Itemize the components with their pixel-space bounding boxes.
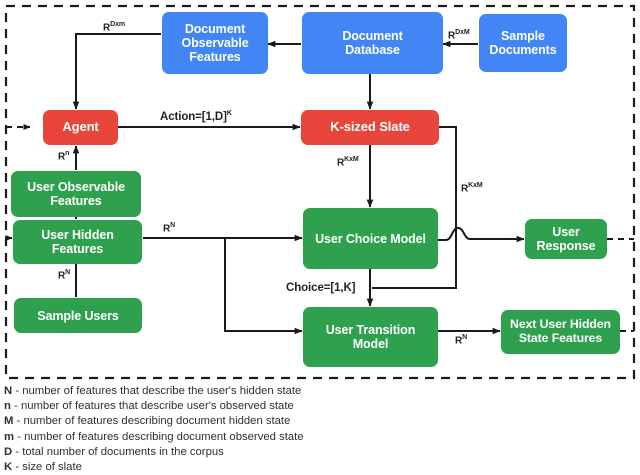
- legend-symbol: n: [4, 400, 11, 413]
- node-label: Sample Documents: [489, 29, 557, 57]
- edge-label-base: R: [58, 151, 66, 163]
- legend-row: m - number of features describing docume…: [4, 430, 464, 445]
- legend-text: - total number of documents in the corpu…: [15, 445, 224, 458]
- edge-label-slate-to-transitionmodel: RKxM: [461, 182, 483, 194]
- legend-symbol: M: [4, 415, 14, 428]
- edge-label-base: Choice=[1,K]: [286, 281, 356, 294]
- node-label: User Choice Model: [315, 231, 426, 246]
- node-user-response[interactable]: User Response: [525, 219, 607, 259]
- edge-label-base: R: [337, 157, 345, 169]
- node-user-observable-features[interactable]: User Observable Features: [11, 171, 141, 217]
- legend-symbol: N: [4, 385, 13, 397]
- edge-label-sup: N: [462, 334, 468, 341]
- edge-label-base: R: [461, 183, 469, 195]
- edge-label-sup: N: [170, 222, 176, 229]
- environment-boundary: [4, 4, 636, 380]
- edge-slate-to-transitionmodel: [372, 126, 457, 289]
- edge-label-sup: KxM: [344, 156, 359, 163]
- edge-label-sup: DxM: [455, 29, 470, 36]
- legend-symbol: m: [4, 430, 15, 443]
- legend-row: N - number of features that describe the…: [4, 384, 464, 399]
- node-document-observable-features[interactable]: Document Observable Features: [162, 12, 268, 74]
- node-label: Agent: [62, 119, 99, 135]
- node-user-transition-model[interactable]: User Transition Model: [303, 307, 438, 367]
- legend-symbol: D: [4, 445, 13, 458]
- node-document-database[interactable]: Document Database: [302, 12, 443, 74]
- edge-label-sampledocs-to-docdb: RDxM: [448, 29, 470, 41]
- edge-label-base: R: [455, 335, 463, 347]
- edge-label-userobs-to-agent: Rn: [58, 150, 69, 162]
- edge-label-doc-obs-to-agent: RDxm: [103, 21, 125, 33]
- node-agent[interactable]: Agent: [43, 110, 118, 145]
- edge-label-base: R: [103, 22, 111, 34]
- legend-symbol: K: [4, 461, 13, 474]
- edge-label-base: R: [58, 270, 66, 282]
- legend-text: - number of features that describe the u…: [15, 385, 302, 397]
- edge-label-base: R: [163, 223, 171, 235]
- node-label: K-sized Slate: [330, 119, 410, 135]
- node-user-choice-model[interactable]: User Choice Model: [303, 208, 438, 269]
- legend-row: D - total number of documents in the cor…: [4, 445, 464, 460]
- node-sample-documents[interactable]: Sample Documents: [479, 14, 567, 72]
- node-label: Document Database: [342, 29, 403, 57]
- edge-label-sup: n: [65, 150, 70, 157]
- node-label: User Observable Features: [27, 180, 125, 208]
- node-next-user-hidden-state-features[interactable]: Next User Hidden State Features: [501, 310, 620, 354]
- legend-text: - number of features that describe user'…: [14, 400, 294, 413]
- edge-label-sup: Dxm: [110, 21, 125, 28]
- legend-text: - number of features describing document…: [16, 415, 291, 428]
- node-label: User Hidden Features: [41, 228, 114, 256]
- node-label: User Transition Model: [325, 323, 416, 351]
- edge-label-slate-to-choicemodel: RKxM: [337, 156, 359, 168]
- edge-label-sup: KxM: [468, 182, 483, 189]
- legend-row: n - number of features that describe use…: [4, 399, 464, 414]
- legend-row: M - number of features describing docume…: [4, 414, 464, 429]
- node-label: Sample Users: [37, 308, 119, 323]
- node-label: Next User Hidden State Features: [510, 317, 611, 345]
- node-label: User Response: [536, 225, 596, 253]
- edge-docobs-to-agent: [72, 33, 161, 110]
- legend-text: - number of features describing document…: [17, 430, 304, 443]
- node-user-hidden-features[interactable]: User Hidden Features: [13, 220, 142, 264]
- legend: N - number of features that describe the…: [4, 384, 464, 475]
- edge-label-base: Action=[1,D]: [160, 110, 227, 123]
- legend-text: - size of slate: [15, 461, 82, 474]
- edge-label-agent-to-slate: Action=[1,D]K: [160, 110, 232, 123]
- node-sample-users[interactable]: Sample Users: [14, 298, 142, 333]
- edge-label-sup: N: [65, 269, 71, 276]
- edge-label-sampleusers-to-userhidden: RN: [58, 269, 70, 281]
- edge-label-transitionmodel-to-nextstate: RN: [455, 334, 467, 346]
- legend-row: K - size of slate: [4, 460, 464, 475]
- edge-label-userhidden-to-choicemodel: RN: [163, 222, 175, 234]
- edge-label-choice-to-transitionmodel: Choice=[1,K]: [286, 281, 356, 294]
- edge-userhidden-to-transitionmodel: [224, 238, 303, 335]
- node-k-sized-slate[interactable]: K-sized Slate: [301, 110, 439, 145]
- edge-label-sup: K: [226, 110, 232, 117]
- edge-choicemodel-to-userresponse: [438, 226, 525, 243]
- edge-label-base: R: [448, 30, 456, 42]
- node-label: Document Observable Features: [181, 22, 249, 64]
